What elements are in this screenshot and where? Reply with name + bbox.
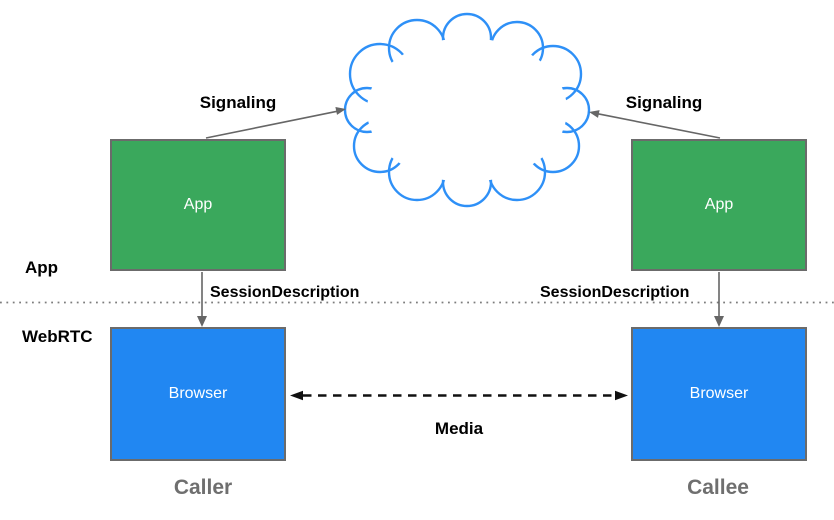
webrtc-layer-label: WebRTC [22,327,93,346]
session-description-label-right: SessionDescription [540,284,690,301]
session-description-arrow-right [714,272,724,327]
callee-browser-box: Browser [631,327,807,461]
app-layer-label: App [25,258,59,277]
caller-browser-box: Browser [110,327,286,461]
signaling-cloud-icon [343,12,591,208]
caller-app-label: App [183,196,213,213]
callee-app-label: App [704,196,734,213]
callee-browser-label: Browser [689,385,749,402]
caller-role-label: Caller [173,476,233,499]
signaling-label-right: Signaling [625,93,703,112]
caller-browser-label: Browser [168,385,228,402]
callee-role-label: Callee [687,476,749,499]
callee-app-box: App [631,139,807,271]
media-arrow [290,390,628,401]
session-description-arrow-left [197,272,207,327]
media-label: Media [434,419,484,438]
caller-app-box: App [110,139,286,271]
signaling-label-left: Signaling [199,93,277,112]
signaling-arrow-right [589,110,721,139]
session-description-label-left: SessionDescription [210,284,360,301]
